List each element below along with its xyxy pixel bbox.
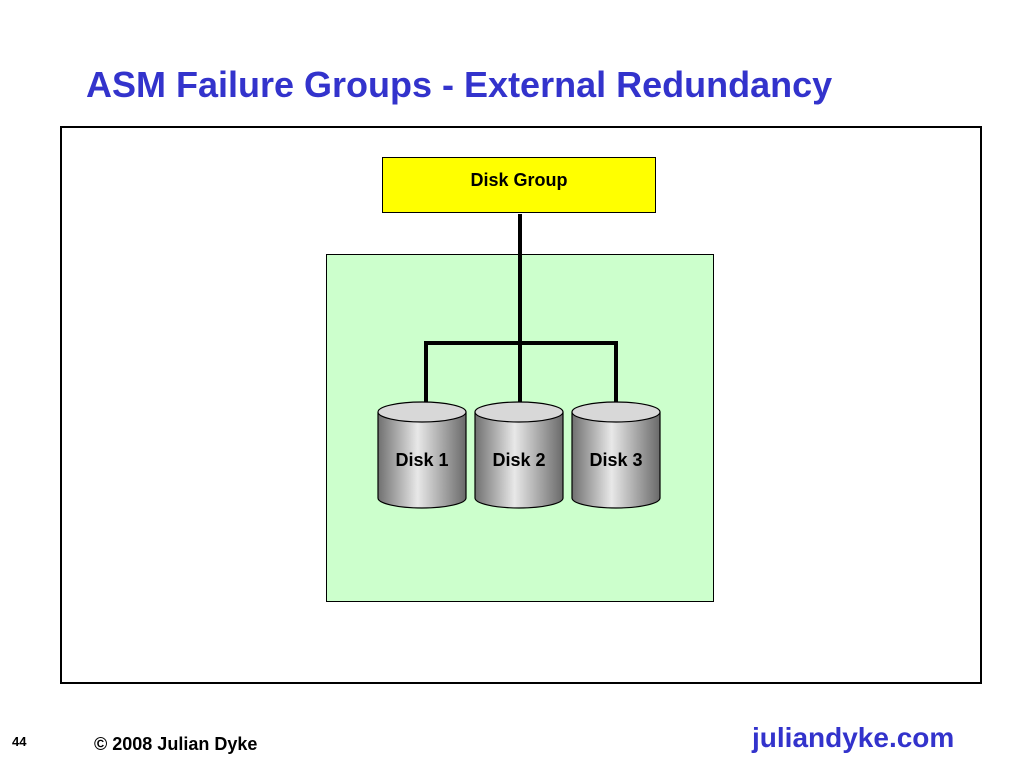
connector-vertical-main (518, 214, 522, 344)
disk-3: Disk 3 (571, 400, 661, 510)
connector-disk-3 (614, 341, 618, 403)
disk-label: Disk 1 (395, 450, 449, 470)
connector-disk-2 (518, 341, 522, 403)
disk-label: Disk 3 (589, 450, 643, 470)
copyright-text: © 2008 Julian Dyke (94, 734, 258, 754)
slide-title: ASM Failure Groups - External Redundancy (86, 64, 833, 105)
disk-group-box: Disk Group (382, 157, 656, 213)
disk-label: Disk 2 (492, 450, 546, 470)
slide-number: 44 (12, 734, 27, 749)
disk-2: Disk 2 (474, 400, 564, 510)
site-link[interactable]: juliandyke.com (752, 722, 955, 753)
disk-cylinder-icon (377, 401, 467, 509)
disk-1: Disk 1 (377, 400, 467, 510)
disk-cylinder-icon (571, 401, 661, 509)
connector-disk-1 (424, 341, 428, 403)
disk-cylinder-icon (474, 401, 564, 509)
